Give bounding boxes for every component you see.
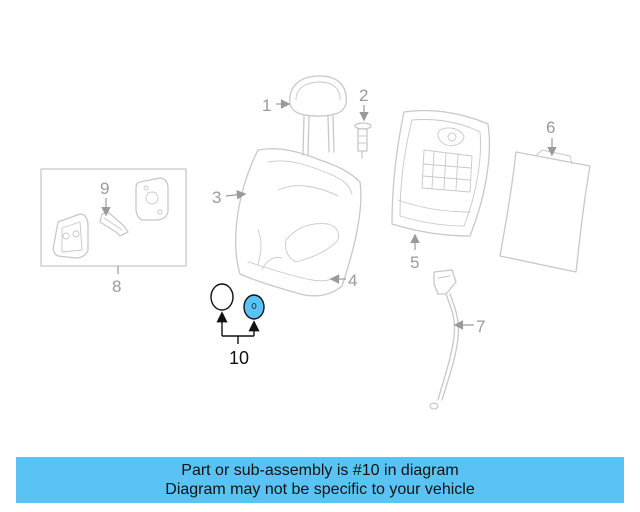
cap-part-highlighted: [243, 294, 265, 320]
callout-4: 4: [348, 271, 357, 290]
headrest-guide-part: [354, 122, 372, 159]
callout-6: 6: [546, 118, 555, 137]
callout-8: 8: [112, 277, 121, 296]
banner-line-1: Part or sub-assembly is #10 in diagram: [181, 462, 459, 479]
callout-9: 9: [100, 179, 109, 198]
headrest-part: [289, 75, 347, 156]
kit-box: [40, 168, 187, 267]
leader-10: [216, 311, 260, 344]
seat-back-cover-part: [235, 148, 362, 297]
callout-7: 7: [476, 317, 485, 336]
release-cable-part: [429, 269, 460, 410]
callout-1: 1: [262, 96, 271, 115]
info-banner: Part or sub-assembly is #10 in diagram D…: [16, 457, 624, 503]
callout-5: 5: [410, 253, 419, 272]
seat-back-frame-part: [391, 109, 491, 237]
back-board-part: [499, 149, 591, 273]
callout-3: 3: [212, 188, 221, 207]
bracket-part: [99, 211, 129, 237]
callout-10: 10: [229, 348, 249, 368]
kit-cover-right-part: [135, 177, 169, 221]
kit-cover-left-part: [52, 213, 89, 259]
cap-part-plain: [210, 283, 234, 311]
leader-3: [225, 190, 247, 200]
callout-2: 2: [359, 86, 368, 105]
banner-line-2: Diagram may not be specific to your vehi…: [165, 481, 475, 498]
